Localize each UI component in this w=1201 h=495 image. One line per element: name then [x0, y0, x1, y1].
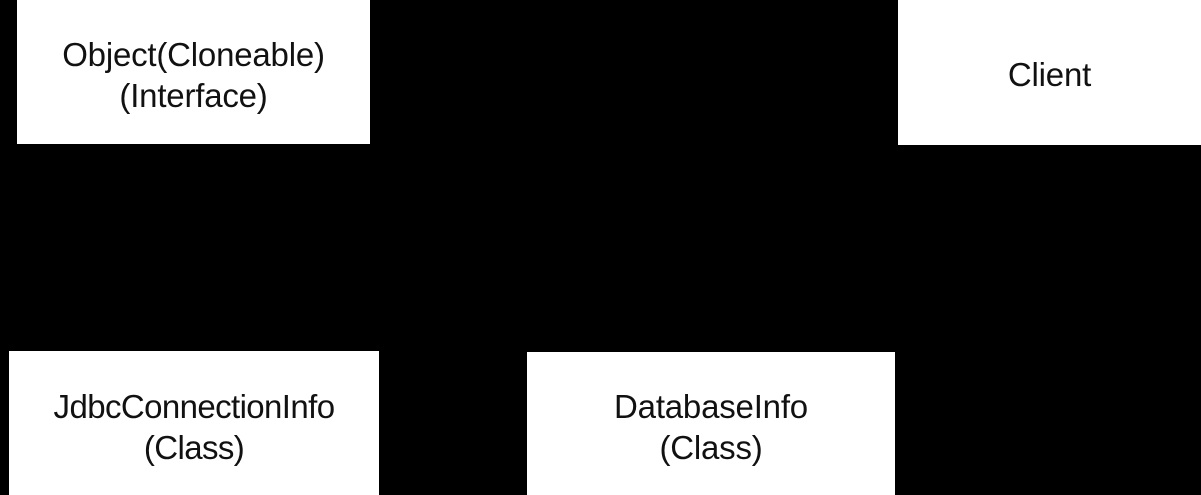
node-database-info[interactable]: DatabaseInfo (Class)	[527, 352, 895, 495]
node-jdbc-connection-info-line2: (Class)	[143, 429, 245, 466]
node-jdbc-connection-info[interactable]: JdbcConnectionInfo (Class)	[9, 351, 379, 495]
node-database-info-line2: (Class)	[659, 428, 763, 466]
node-client-line1: Client	[1007, 56, 1092, 94]
node-object-cloneable-line1: Object(Cloneable)	[62, 36, 325, 74]
node-object-cloneable-line2: (Interface)	[119, 77, 268, 114]
node-jdbc-connection-info-line1: JdbcConnectionInfo	[53, 388, 336, 426]
node-database-info-line1: DatabaseInfo	[614, 387, 808, 425]
node-object-cloneable[interactable]: Object(Cloneable) (Interface)	[17, 0, 370, 144]
node-client[interactable]: Client	[898, 0, 1201, 145]
